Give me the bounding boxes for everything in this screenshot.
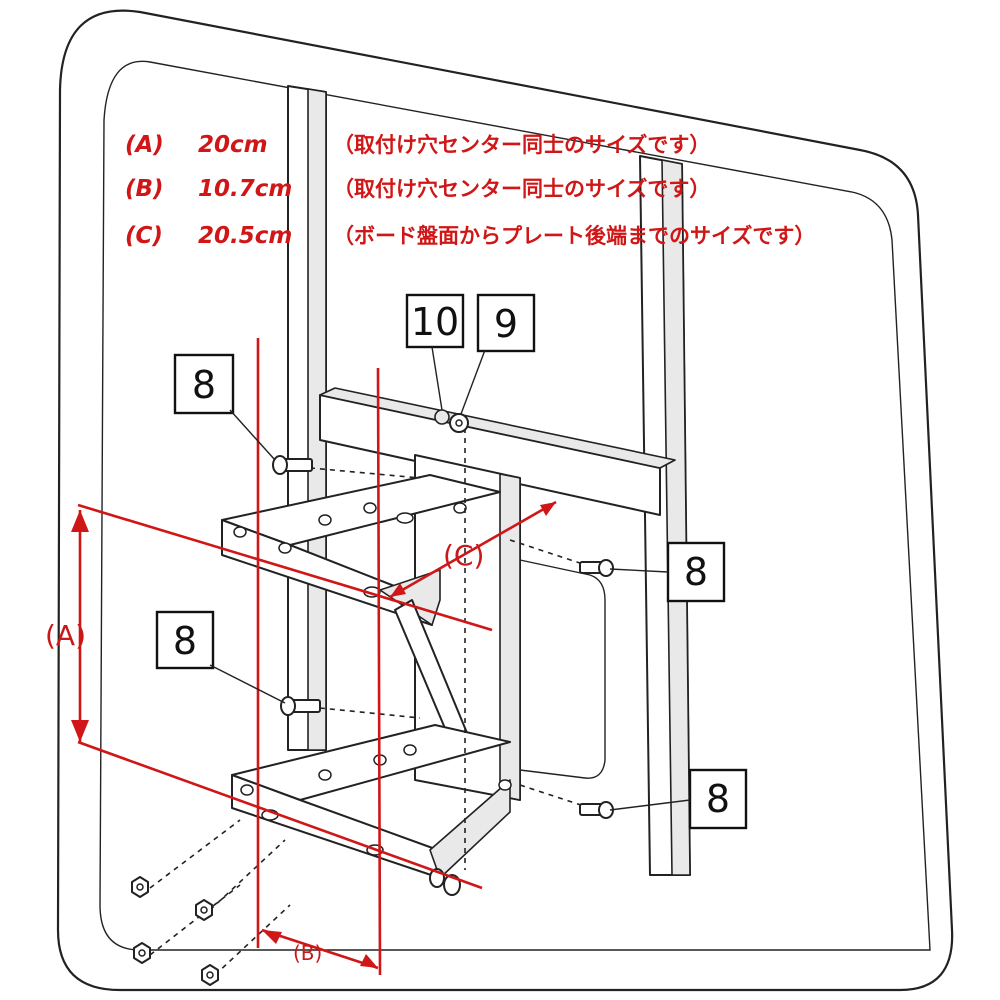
nut [201,964,219,986]
svg-text:8: 8 [684,550,708,594]
bolt-upper-left [272,455,313,475]
spec-list: (A) 20cm （取付け穴センター同士のサイズです） (B) 10.7cm （… [125,132,815,249]
dimension-lines [71,338,557,976]
spec-c-label: (C) [125,223,163,249]
spec-b-value: 10.7cm [198,176,292,202]
bolt-lower-right [579,801,614,819]
back-plate-edge [499,473,521,801]
spec-row-c: (C) 20.5cm （ボード盤面からプレート後端までのサイズです） [125,223,815,249]
callout-nut-part: 10 [405,293,465,411]
nut [195,899,213,921]
lower-bracket [231,724,511,879]
bracket-holes [233,502,512,856]
svg-text:8: 8 [173,619,197,663]
spec-row-a: (A) 20cm （取付け穴センター同士のサイズです） [125,132,710,158]
dimension-b-label: (B) [293,941,322,965]
nut [133,942,151,964]
washer [443,874,461,896]
callout-bolt-upper-left: 8 [173,353,276,461]
bolt-lower-left [280,696,321,716]
right-rail-side [661,159,691,876]
svg-text:10: 10 [411,300,459,344]
loose-nuts [131,868,461,986]
dimension-a-label: (A) [45,619,86,652]
svg-text:8: 8 [192,363,216,407]
backboard [56,9,954,992]
spec-c-value: 20.5cm [198,223,292,249]
spec-b-note: （取付け穴センター同士のサイズです） [333,177,710,201]
cross-bar [319,387,676,516]
nut-part-10 [434,409,450,425]
nut [131,876,149,898]
bolt-upper-right [579,559,614,577]
spec-a-value: 20cm [198,132,268,158]
backboard-inner-edge [99,60,931,951]
spec-row-b: (B) 10.7cm （取付け穴センター同士のサイズです） [125,176,710,202]
lower-bracket-side [429,779,511,879]
svg-text:8: 8 [706,777,730,821]
cross-bar-top [319,387,676,469]
spec-c-note: （ボード盤面からプレート後端までのサイズです） [333,224,815,248]
callout-bolt-lower-left: 8 [155,610,286,704]
callout-washer-part: 9 [460,293,536,415]
spec-b-label: (B) [125,176,164,202]
backboard-window [519,559,606,779]
callout-bolt-lower-right: 8 [609,768,748,830]
spec-a-note: （取付け穴センター同士のサイズです） [333,133,710,157]
backboard-outer-edge [56,9,954,992]
dimension-c-label: (C) [443,539,484,572]
callout-bolt-upper-right: 8 [609,541,726,603]
fastener-paths [149,428,596,976]
svg-text:9: 9 [494,302,518,346]
spec-a-label: (A) [125,132,164,158]
